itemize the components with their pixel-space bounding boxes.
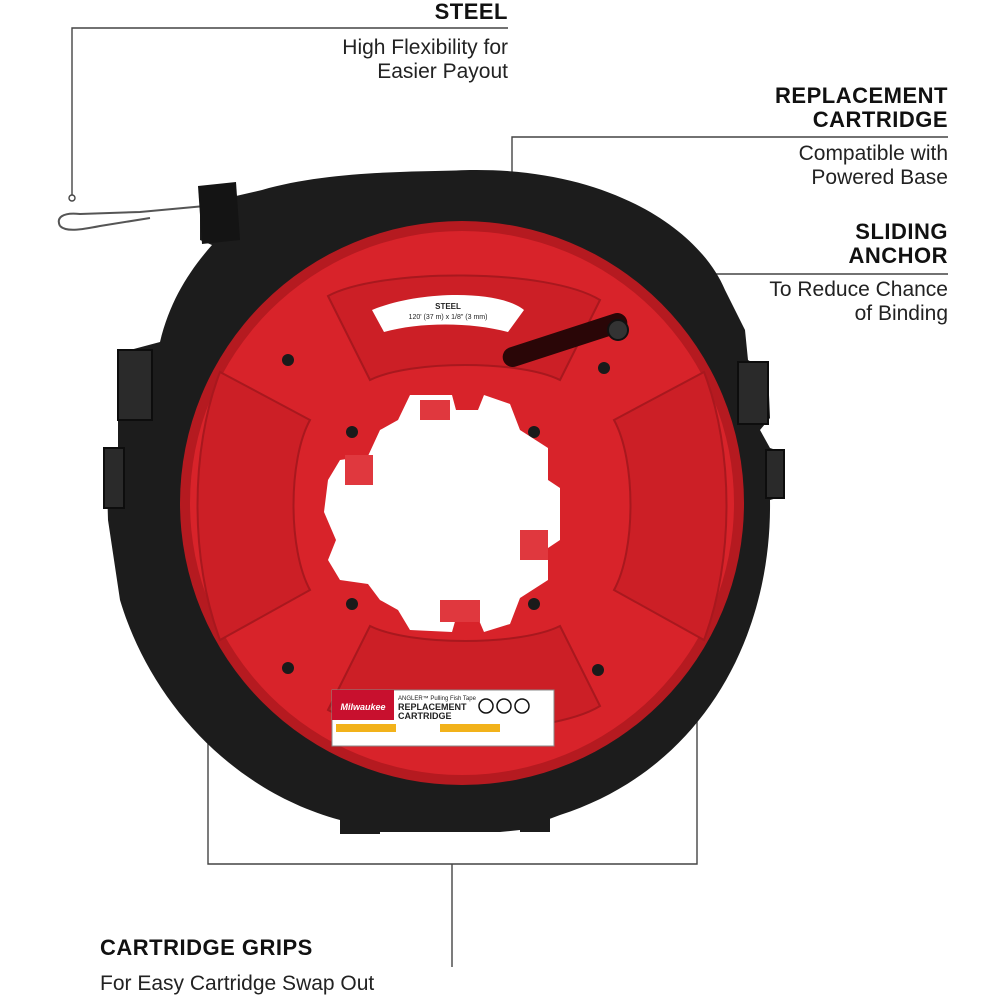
anchor-description: To Reduce Chance of Binding	[769, 278, 948, 325]
callout-sliding-anchor: SLIDING ANCHOR To Reduce Chance of Bindi…	[640, 220, 948, 326]
replacement-description: Compatible with Powered Base	[798, 142, 948, 189]
warning-icons	[478, 698, 530, 714]
steel-leader-line	[71, 27, 508, 196]
grips-title: CARTRIDGE GRIPS	[100, 935, 313, 960]
steel-tape-leader	[57, 205, 206, 231]
steel-title: STEEL	[434, 0, 508, 24]
callout-replacement-cartridge: REPLACEMENT CARTRIDGE Compatible with Po…	[640, 84, 948, 190]
steel-description: High Flexibility for Easier Payout	[342, 36, 508, 83]
red-cartridge: STEEL 120' (37 m) x 1/8" (3 mm) Milwauke…	[180, 221, 744, 785]
top-tape-label: STEEL 120' (37 m) x 1/8" (3 mm)	[372, 295, 524, 332]
top-label-line1: STEEL	[435, 302, 461, 311]
center-hub	[324, 395, 560, 632]
callout-cartridge-grips: CARTRIDGE GRIPS For Easy Cartridge Swap …	[100, 936, 520, 996]
replacement-title: REPLACEMENT CARTRIDGE	[775, 83, 948, 132]
bottom-label-line3: CARTRIDGE	[398, 711, 452, 721]
bottom-label-line1: ANGLER™ Pulling Fish Tape	[398, 695, 477, 702]
sliding-anchor-knob	[607, 319, 629, 341]
top-label-line2: 120' (37 m) x 1/8" (3 mm)	[409, 314, 488, 321]
bottom-warning-label: Milwaukee ANGLER™ Pulling Fish Tape REPL…	[331, 689, 555, 747]
anchor-title: SLIDING ANCHOR	[848, 219, 948, 268]
right-grip-lower	[765, 449, 785, 499]
grips-description: For Easy Cartridge Swap Out	[100, 972, 375, 995]
callout-steel: STEEL High Flexibility for Easier Payout	[300, 0, 508, 84]
left-grip-lower	[103, 447, 125, 509]
bottom-label-line2: REPLACEMENT	[398, 702, 467, 712]
left-grip	[117, 349, 153, 421]
right-grip	[737, 361, 769, 425]
brand-logo-text: Milwaukee	[340, 702, 385, 712]
steel-leader-dot	[68, 194, 76, 202]
tape-outlet	[198, 182, 240, 244]
